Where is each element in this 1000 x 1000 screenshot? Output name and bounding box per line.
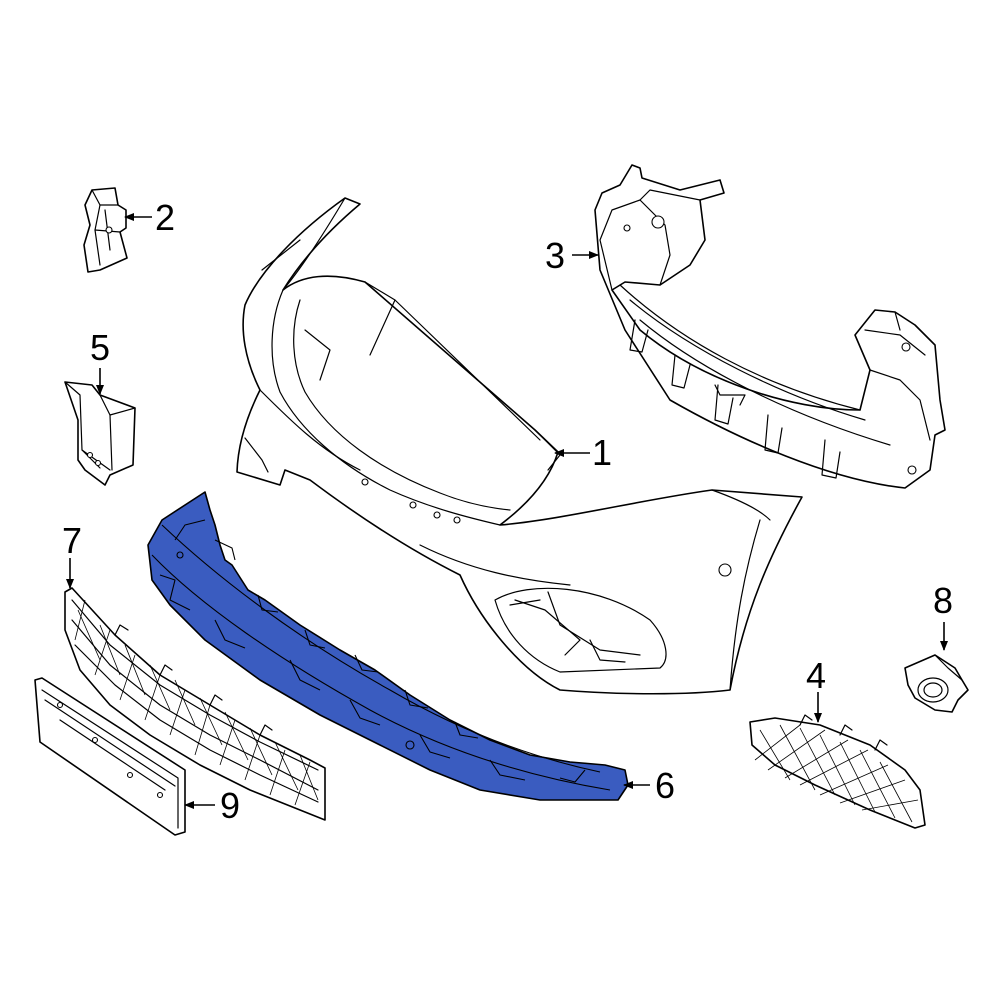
part-4-side-grille: [749, 714, 926, 829]
part-7-lower-grille: [64, 587, 326, 821]
callout-8: 8: [933, 580, 953, 621]
callout-1: 1: [592, 432, 612, 473]
leader-lines: [66, 213, 948, 809]
part-1-bumper-cover: [236, 197, 803, 695]
callout-labels: 1 2 3 4 5 6 7 8 9: [62, 197, 953, 826]
callout-6: 6: [655, 765, 675, 806]
part-9-license-bracket: [34, 677, 186, 836]
part-8-sensor: [904, 654, 969, 713]
part-2-bracket: [83, 187, 128, 273]
callout-4: 4: [806, 655, 826, 696]
part-5-bracket: [64, 381, 136, 486]
callout-5: 5: [90, 327, 110, 368]
part-6-spoiler: [147, 491, 629, 801]
callout-7: 7: [62, 520, 82, 561]
callout-3: 3: [545, 235, 565, 276]
part-3-absorber: [594, 164, 946, 489]
callout-2: 2: [155, 197, 175, 238]
callout-9: 9: [220, 785, 240, 826]
